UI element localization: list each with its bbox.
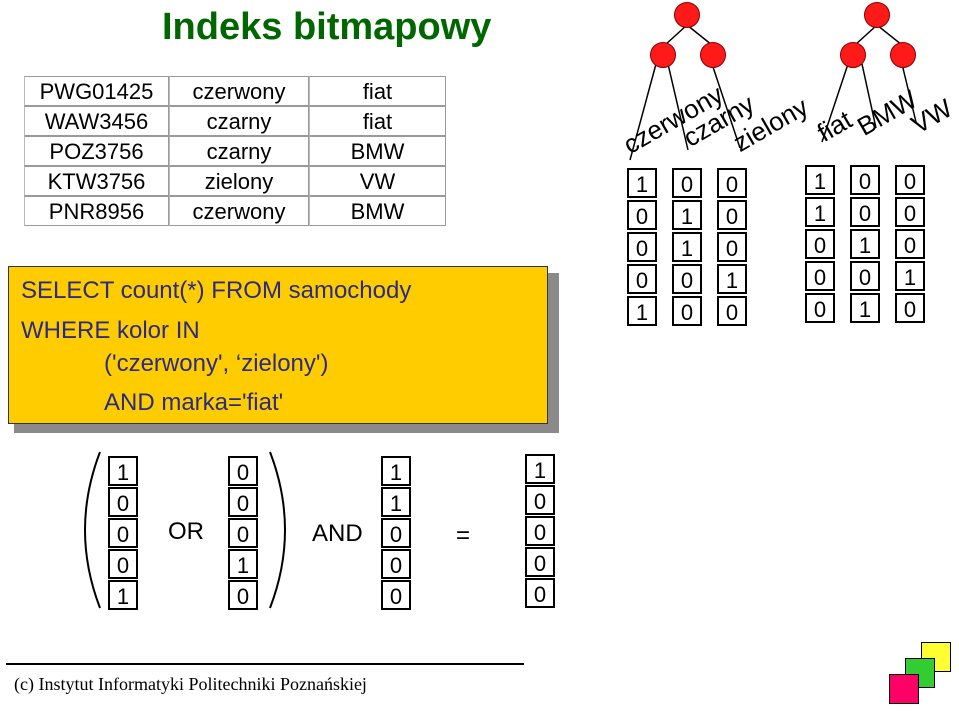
footer-divider xyxy=(6,663,524,665)
table-cell: KTW3756 xyxy=(24,166,169,196)
bitmap-bit: 1 xyxy=(895,261,925,291)
bitmap-bit: 1 xyxy=(850,229,880,259)
tree-node-root-color xyxy=(674,2,700,28)
expression-bit: 0 xyxy=(228,518,258,548)
bitmap-bit: 0 xyxy=(895,293,925,323)
expression-bit: 1 xyxy=(381,487,411,517)
expression-bit: 0 xyxy=(381,549,411,579)
bitmap-bit: 0 xyxy=(850,165,880,195)
bitmap-bit: 0 xyxy=(717,168,747,198)
and-operator: AND xyxy=(312,520,363,547)
tree-node-color-left xyxy=(650,42,676,68)
table-cell: POZ3756 xyxy=(24,136,169,166)
table-cell: czarny xyxy=(169,106,309,136)
bitmap-bit: 0 xyxy=(850,261,880,291)
bitmap-bit: 0 xyxy=(627,232,657,262)
bitmap-bit: 0 xyxy=(895,165,925,195)
bitmap-bit: 0 xyxy=(805,261,835,291)
expression-bit: 1 xyxy=(381,456,411,486)
expression-bit: 1 xyxy=(108,580,138,610)
bitmap-bit: 0 xyxy=(717,296,747,326)
tree-node-root-brand xyxy=(864,2,890,28)
bitmap-bit: 0 xyxy=(672,296,702,326)
page-title: Indeks bitmapowy xyxy=(162,6,492,48)
expression-bit: 0 xyxy=(108,518,138,548)
bitmap-bit: 1 xyxy=(672,200,702,230)
table-cell: WAW3456 xyxy=(24,106,169,136)
table-cell: czarny xyxy=(169,136,309,166)
table-cell: czerwony xyxy=(169,196,309,226)
bitmap-bit: 0 xyxy=(717,232,747,262)
sql-line-4: AND marka='fiat' xyxy=(104,389,284,416)
expression-bit: 0 xyxy=(228,456,258,486)
expression-bit: 1 xyxy=(525,454,555,484)
bitmap-bit: 0 xyxy=(672,168,702,198)
expression-bit: 1 xyxy=(228,549,258,579)
bitmap-bit: 0 xyxy=(627,264,657,294)
expression-bit: 0 xyxy=(228,580,258,610)
or-operator: OR xyxy=(168,518,204,545)
tree-node-brand-right xyxy=(890,42,916,68)
sql-line-2: WHERE kolor IN xyxy=(21,317,200,344)
expression-bit: 0 xyxy=(381,518,411,548)
footer-copyright: (c) Instytut Informatyki Politechniki Po… xyxy=(14,674,367,694)
tree-node-brand-left xyxy=(840,42,866,68)
table-cell: VW xyxy=(309,166,446,196)
expression-bit: 0 xyxy=(525,547,555,577)
tree-node-color-right xyxy=(700,42,726,68)
bitmap-bit: 0 xyxy=(895,197,925,227)
bitmap-bit: 1 xyxy=(805,165,835,195)
bitmap-bit: 1 xyxy=(672,232,702,262)
expression-bit: 1 xyxy=(108,456,138,486)
bitmap-bit: 0 xyxy=(805,229,835,259)
table-cell: PNR8956 xyxy=(24,196,169,226)
bitmap-bit: 0 xyxy=(672,264,702,294)
expression-bit: 0 xyxy=(381,580,411,610)
table-cell: BMW xyxy=(309,196,446,226)
sql-line-3: ('czerwony', ‘zielony') xyxy=(104,350,329,377)
expression-bit: 0 xyxy=(525,578,555,608)
deco-square-magenta xyxy=(889,674,919,704)
bitmap-bit: 1 xyxy=(805,197,835,227)
table-cell: fiat xyxy=(309,106,446,136)
table-cell: fiat xyxy=(309,76,446,106)
bitmap-bit: 0 xyxy=(895,229,925,259)
bitmap-bit: 1 xyxy=(627,168,657,198)
sql-line-1: SELECT count(*) FROM samochody xyxy=(21,277,412,304)
equals-operator: = xyxy=(456,522,471,549)
table-cell: PWG01425 xyxy=(24,76,169,106)
expression-bit: 0 xyxy=(108,549,138,579)
expression-bit: 0 xyxy=(108,487,138,517)
table-cell: czerwony xyxy=(169,76,309,106)
bitmap-bit: 1 xyxy=(717,264,747,294)
sql-query-box: SELECT count(*) FROM samochody WHERE kol… xyxy=(8,266,548,424)
table-cell: BMW xyxy=(309,136,446,166)
bitmap-bit: 0 xyxy=(805,293,835,323)
expression-bit: 0 xyxy=(228,487,258,517)
expression-bit: 0 xyxy=(525,516,555,546)
bitmap-bit: 1 xyxy=(850,293,880,323)
expression-bit: 0 xyxy=(525,485,555,515)
bitmap-bit: 0 xyxy=(717,200,747,230)
bitmap-bit: 0 xyxy=(850,197,880,227)
table-cell: zielony xyxy=(169,166,309,196)
bitmap-bit: 1 xyxy=(627,296,657,326)
bitmap-bit: 0 xyxy=(627,200,657,230)
